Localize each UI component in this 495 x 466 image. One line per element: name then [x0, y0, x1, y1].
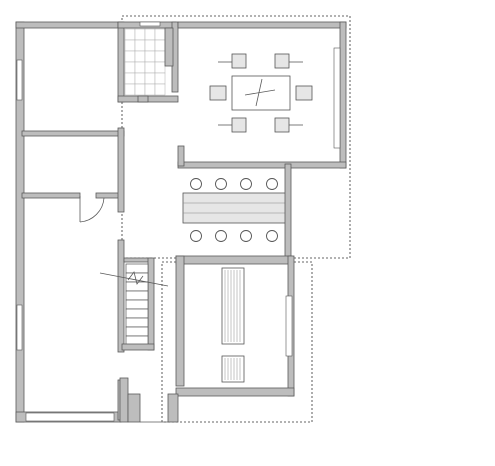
bench-hatch	[224, 270, 241, 342]
bath-tile	[154, 61, 166, 74]
lower-window	[285, 295, 293, 357]
bath-tile	[134, 72, 146, 85]
dining-wall-bottom	[177, 161, 347, 169]
dining-table	[231, 75, 291, 111]
bath-tile	[144, 39, 156, 52]
lower-wall-top	[175, 255, 293, 265]
window-south	[25, 412, 115, 422]
bathroom	[117, 21, 179, 103]
stool-bottom	[240, 230, 252, 242]
lower-wall-bottom	[175, 387, 295, 397]
dining-chair-s1	[231, 117, 247, 133]
stair-tread	[125, 272, 149, 283]
bath-tile	[124, 72, 136, 85]
bath-tile	[144, 61, 156, 74]
staircase	[99, 257, 169, 351]
stool-bottom	[190, 230, 202, 242]
bath-tile	[134, 83, 146, 96]
dining-wall-stub	[177, 145, 185, 167]
dining-chair-w	[209, 85, 227, 101]
door-swing-arc	[79, 197, 105, 223]
stair-tread	[125, 290, 149, 301]
bath-tile	[144, 83, 156, 96]
partition-2	[21, 192, 81, 199]
bath-tile	[144, 50, 156, 63]
bath-tile	[154, 28, 166, 41]
stair-right-wall	[147, 257, 155, 351]
stair-treads	[125, 263, 149, 346]
meeting-wall-right	[284, 163, 292, 261]
bath-tile	[134, 61, 146, 74]
bath-tile	[124, 28, 136, 41]
north-wall-west	[15, 21, 124, 29]
stool-top	[240, 178, 252, 190]
entry	[119, 377, 179, 423]
bath-tile	[154, 50, 166, 63]
bath-tile	[154, 72, 166, 85]
stair-tread	[125, 308, 149, 319]
core-wall-low	[117, 239, 125, 353]
bath-tile	[124, 83, 136, 96]
bath-tile	[154, 39, 166, 52]
dining-chair-n1	[231, 53, 247, 69]
entry-column	[127, 393, 141, 423]
stair-tread	[125, 326, 149, 337]
stool-top	[190, 178, 202, 190]
dining-wall-top	[177, 21, 347, 29]
table-detail-2	[255, 78, 263, 107]
stool-top	[266, 178, 278, 190]
stair-landing	[121, 343, 155, 351]
bath-tile	[124, 61, 136, 74]
bath-tile	[134, 39, 146, 52]
cabinet-hatch	[224, 358, 241, 380]
stair-tread	[125, 317, 149, 328]
window-west-1	[16, 59, 23, 101]
bath-window	[139, 21, 161, 27]
stool-bottom	[215, 230, 227, 242]
interior-partitions	[21, 127, 125, 421]
dining-chair-s2	[274, 117, 290, 133]
west-windows	[16, 59, 115, 422]
bath-tile	[144, 72, 156, 85]
door	[79, 196, 105, 223]
stool-top	[215, 178, 227, 190]
meeting-area	[182, 163, 292, 261]
stair-break-mark	[127, 271, 144, 285]
bath-tile	[124, 39, 136, 52]
dining-wall-right	[339, 21, 347, 169]
lower-room	[175, 255, 295, 397]
lower-extension-outline	[161, 261, 313, 423]
core-wall-mid	[117, 127, 125, 213]
stair-tread	[125, 263, 149, 274]
dining-window	[333, 47, 341, 149]
stools	[190, 178, 278, 242]
dining-room	[177, 21, 347, 169]
long-table	[182, 192, 288, 224]
entry-wall-right	[167, 393, 179, 423]
partition-1	[21, 130, 125, 137]
stair-cut-line	[99, 272, 169, 287]
window-west-2	[16, 304, 23, 351]
stool-bottom	[266, 230, 278, 242]
bath-tile	[134, 50, 146, 63]
bath-tile	[144, 28, 156, 41]
stair-tread	[125, 299, 149, 310]
lower-wall-left	[175, 255, 185, 387]
lower-bench	[221, 267, 245, 345]
lower-cabinet	[221, 355, 245, 383]
bath-tiles	[124, 28, 166, 96]
bath-tile	[154, 83, 166, 96]
table-detail-1	[244, 89, 276, 96]
north-core-wall	[117, 21, 125, 103]
bath-fixture	[164, 27, 174, 67]
bath-tile	[134, 28, 146, 41]
exterior-walls	[15, 21, 125, 423]
dining-chair-n2	[274, 53, 290, 69]
entry-wall-left	[119, 377, 129, 423]
dining-chair-e	[295, 85, 313, 101]
bath-tile	[124, 50, 136, 63]
bath-sill	[137, 95, 149, 103]
